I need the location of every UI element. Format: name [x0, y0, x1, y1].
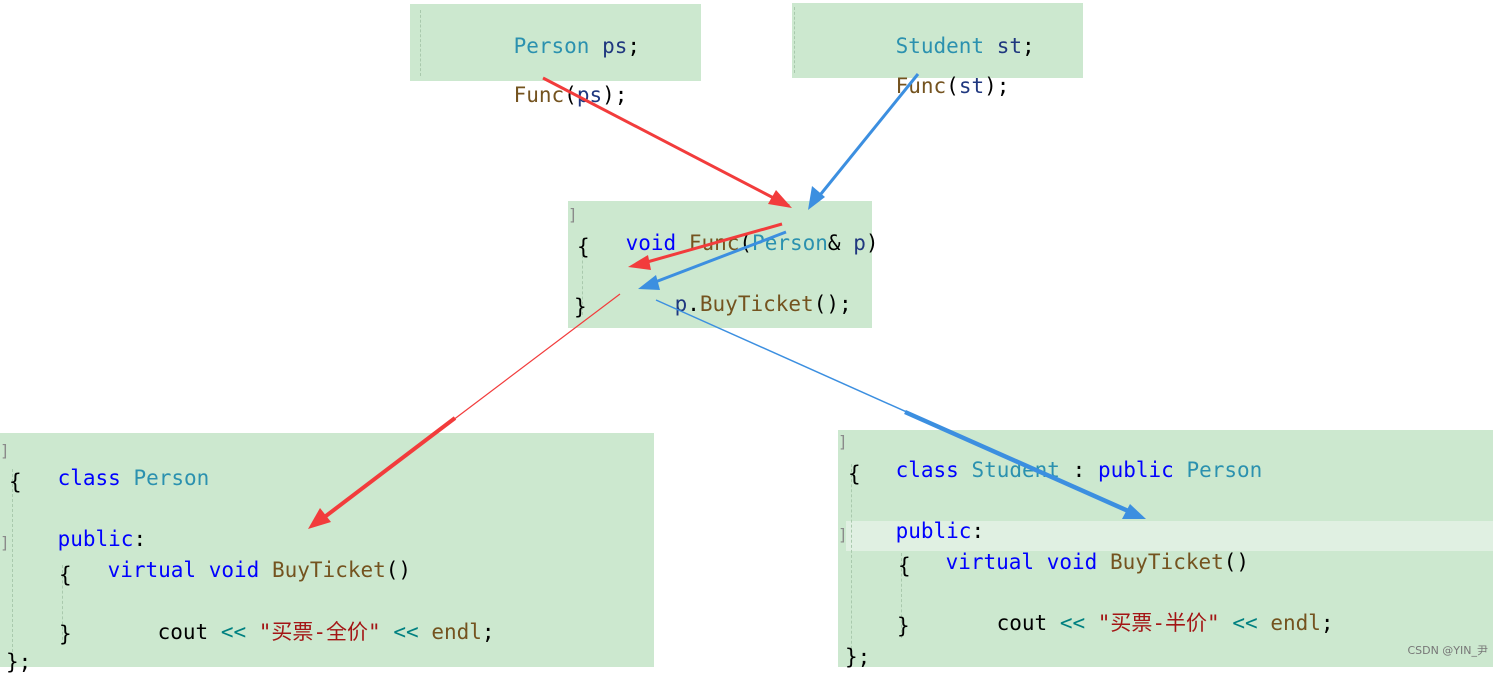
person-call-snippet: Person ps; Func(ps); — [410, 4, 701, 107]
stream-operator: << — [393, 620, 419, 644]
keyword-virtual: virtual — [107, 558, 197, 582]
keyword-class: class — [895, 458, 959, 482]
code-line-public: public: — [57, 527, 147, 551]
stream-operator: << — [1232, 611, 1258, 635]
code-line-class-end: }; — [845, 645, 871, 669]
var-ps: ps — [602, 34, 628, 58]
type-person: Person — [513, 34, 590, 58]
collapse-marker: ] — [838, 432, 848, 451]
code-line-cout: cout << "买票-半价" << endl; — [996, 611, 1334, 635]
keyword-void: void — [625, 231, 677, 255]
code-line-class-person: class Person — [7, 439, 210, 517]
code-line-virtual-buyticket: virtual void BuyTicket() — [107, 558, 412, 582]
var-st: st — [996, 34, 1023, 58]
code-line-func-call-st: Func(st); — [895, 74, 1010, 98]
arrowhead-blue — [638, 275, 660, 290]
code-line-public: public: — [895, 519, 985, 543]
base-class-person: Person — [1186, 458, 1263, 482]
stream-operator: << — [220, 620, 247, 644]
code-line-virtual-buyticket: virtual void BuyTicket() — [945, 550, 1250, 574]
code-line-call-buyticket: p.BuyTicket(); — [674, 292, 852, 316]
code-line-open-brace: { — [59, 563, 72, 587]
code-line-open-brace: { — [848, 462, 861, 486]
keyword-virtual: virtual — [945, 550, 1035, 574]
method-buyticket: BuyTicket — [1109, 550, 1224, 574]
keyword-void: void — [208, 558, 260, 582]
code-line-student-decl: Student st; — [895, 34, 1035, 58]
code-line-close-brace: } — [59, 622, 72, 646]
indent-guide — [12, 469, 13, 667]
class-name-person: Person — [133, 466, 210, 490]
code-line-open-brace: { — [898, 554, 911, 578]
stream-operator: << — [1059, 611, 1086, 635]
code-line-func-signature: void Func(Person& p) — [625, 231, 879, 255]
indent-guide — [794, 7, 795, 73]
keyword-class: class — [57, 466, 121, 490]
arrowhead-blue — [1122, 504, 1146, 519]
type-student: Student — [895, 34, 985, 58]
student-class-snippet: ] ] class Student : public Person { publ… — [838, 430, 1493, 669]
method-buyticket: BuyTicket — [699, 292, 814, 316]
collapse-marker: ] — [0, 441, 10, 460]
arrow-person-arg-to-param — [542, 76, 790, 208]
collapse-marker: ] — [0, 533, 10, 552]
arg-st: st — [958, 74, 985, 98]
endl: endl — [431, 620, 482, 644]
endl: endl — [1270, 611, 1321, 635]
code-line-close-brace: } — [897, 614, 910, 638]
student-call-snippet: Student st; Func(st); — [792, 3, 1083, 98]
func-definition-snippet: ] void Func(Person& p) { p.BuyTicket(); … — [568, 201, 879, 328]
arrowhead-blue — [808, 186, 825, 210]
indent-guide — [420, 10, 421, 76]
indent-guide — [582, 245, 583, 315]
keyword-public: public — [1097, 458, 1174, 482]
code-line-person-decl: Person ps; — [513, 34, 641, 58]
indent-guide — [62, 565, 63, 645]
arrowhead-red — [308, 508, 331, 529]
string-full-price: "买票-全价" — [258, 620, 381, 644]
watermark: CSDN @YIN_尹 — [1407, 644, 1488, 657]
string-half-price: "买票-半价" — [1097, 611, 1220, 635]
func-name: Func — [513, 83, 565, 107]
arrow-red-param-to-call — [639, 222, 783, 266]
param-type-person: Person — [752, 231, 828, 255]
arrowhead-red — [768, 190, 792, 208]
code-line-close-brace: } — [574, 295, 587, 319]
collapse-marker: ] — [568, 205, 578, 224]
keyword-public: public — [895, 519, 972, 543]
indent-guide — [851, 464, 852, 664]
arrow-call-to-student-buyticket-thick — [904, 409, 1136, 517]
code-line-open-brace: { — [9, 470, 22, 494]
person-class-snippet: ] ] class Person { public: virtual void … — [0, 433, 654, 674]
code-line-cout: cout << "买票-全价" << endl; — [157, 620, 495, 644]
indent-guide — [901, 553, 902, 638]
keyword-public: public — [57, 527, 134, 551]
arrow-blue-param-to-call — [649, 230, 787, 286]
cout: cout — [157, 620, 209, 644]
current-line-highlight — [846, 521, 1493, 551]
param-p: p — [853, 231, 866, 255]
collapse-marker: ] — [838, 525, 848, 544]
func-name: Func — [895, 74, 947, 98]
code-line-open-brace: { — [577, 235, 590, 259]
arrowhead-red — [628, 255, 651, 270]
arrow-call-to-person-buyticket-thick — [316, 416, 457, 524]
method-buyticket: BuyTicket — [271, 558, 386, 582]
cout: cout — [996, 611, 1048, 635]
keyword-void: void — [1046, 550, 1098, 574]
arrow-student-arg-to-param — [810, 73, 920, 206]
